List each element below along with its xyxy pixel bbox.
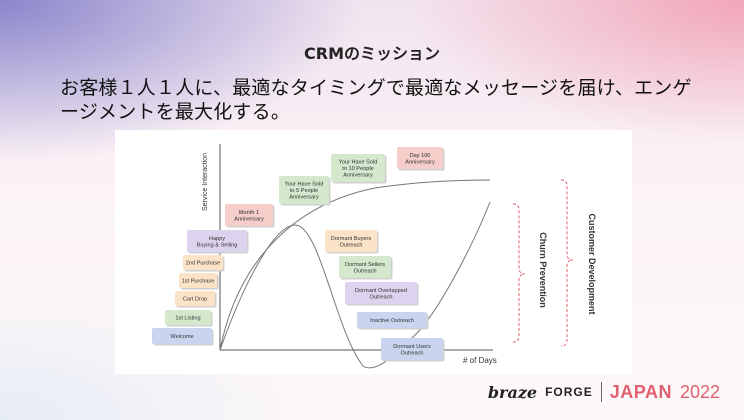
year-text: 2022 <box>679 381 720 402</box>
braze-logo-text: braze <box>487 382 538 402</box>
stage-label: Anniversary <box>343 173 373 179</box>
stage-second-purchase: 2nd Purchase <box>183 255 225 272</box>
stage-label: Your Have Sold <box>339 160 378 166</box>
stage-label: Happy <box>209 236 225 242</box>
stage-box <box>339 256 391 278</box>
stage-label: Outreach <box>339 242 362 248</box>
logo-divider <box>600 382 602 402</box>
stage-label: Dormant Overlapped <box>355 288 407 294</box>
stage-box <box>183 255 223 270</box>
stage-label: Dormant Users <box>393 344 431 350</box>
stage-label: Inactive Outreach <box>370 318 414 324</box>
stage-box <box>152 328 212 344</box>
stage-first-listing: 1st Listing <box>165 310 213 327</box>
stage-cart-drop: Cart Drop <box>175 291 217 308</box>
event-logo: braze FORGE JAPAN 2022 <box>488 380 720 404</box>
stage-box <box>175 291 215 306</box>
slide-title: CRMのミッション <box>304 44 440 63</box>
development-bracket <box>560 179 574 347</box>
x-axis-label: # of Days <box>463 356 497 365</box>
stage-label: 2nd Purchase <box>186 261 221 267</box>
stage-label: Outreach <box>353 268 376 274</box>
stage-label: Dormant Buyers <box>331 236 372 242</box>
customer-development-label: Customer Development <box>587 213 597 314</box>
lifecycle-diagram: Service Interaction # of Days Churn Prev… <box>115 130 632 374</box>
stage-label: Outreach <box>400 350 423 356</box>
stage-box <box>279 176 329 204</box>
churn-curve <box>219 201 491 369</box>
stage-label: 1st Purchase <box>182 279 215 285</box>
stage-label: Month 1 <box>239 210 259 216</box>
stage-first-purchase: 1st Purchase <box>179 273 219 290</box>
stage-welcome: Welcome <box>152 328 214 346</box>
stage-label: 1st Listing <box>175 316 200 322</box>
stage-label: Outreach <box>369 294 392 300</box>
forge-logo-text: FORGE <box>545 385 593 399</box>
growth-curve <box>219 179 491 351</box>
stage-box <box>331 154 385 182</box>
stage-label: Anniversary <box>234 216 264 222</box>
churn-bracket <box>512 203 526 343</box>
stage-label: Dormant Sellers <box>345 262 385 268</box>
stage-inactive: Inactive Outreach <box>357 312 429 330</box>
stage-box <box>187 230 247 252</box>
stage-label: Day 100 <box>410 153 431 159</box>
japan-text: JAPAN <box>609 381 672 402</box>
stage-box <box>179 273 217 288</box>
stage-box <box>345 282 417 304</box>
stage-label: to 5 People <box>290 188 318 194</box>
stage-label: Your Have Sold <box>285 182 324 188</box>
churn-prevention-label: Churn Prevention <box>538 232 548 308</box>
y-axis-label: Service Interaction <box>202 153 209 211</box>
stage-box <box>381 338 443 360</box>
stage-label: Welcome <box>170 334 193 340</box>
stage-label: to 10 People <box>342 166 373 172</box>
stage-box <box>357 312 427 328</box>
stage-label: Cart Drop <box>183 297 207 303</box>
stage-label: Buying & Selling <box>197 242 238 248</box>
stage-box <box>165 310 211 325</box>
stage-boxes: Welcome 1st Listing Cart Drop 1st Purchase 2… <box>152 147 445 362</box>
stage-box <box>397 147 443 169</box>
stage-label: Anniversary <box>289 195 319 201</box>
stage-box <box>325 230 377 252</box>
stage-box <box>225 204 273 226</box>
stage-label: Anniversary <box>405 159 435 165</box>
lifecycle-diagram-svg: Service Interaction # of Days Churn Prev… <box>152 144 597 369</box>
mission-statement: お客様１人１人に、最適なタイミングで最適なメッセージを届け、エンゲージメントを最… <box>60 77 692 123</box>
